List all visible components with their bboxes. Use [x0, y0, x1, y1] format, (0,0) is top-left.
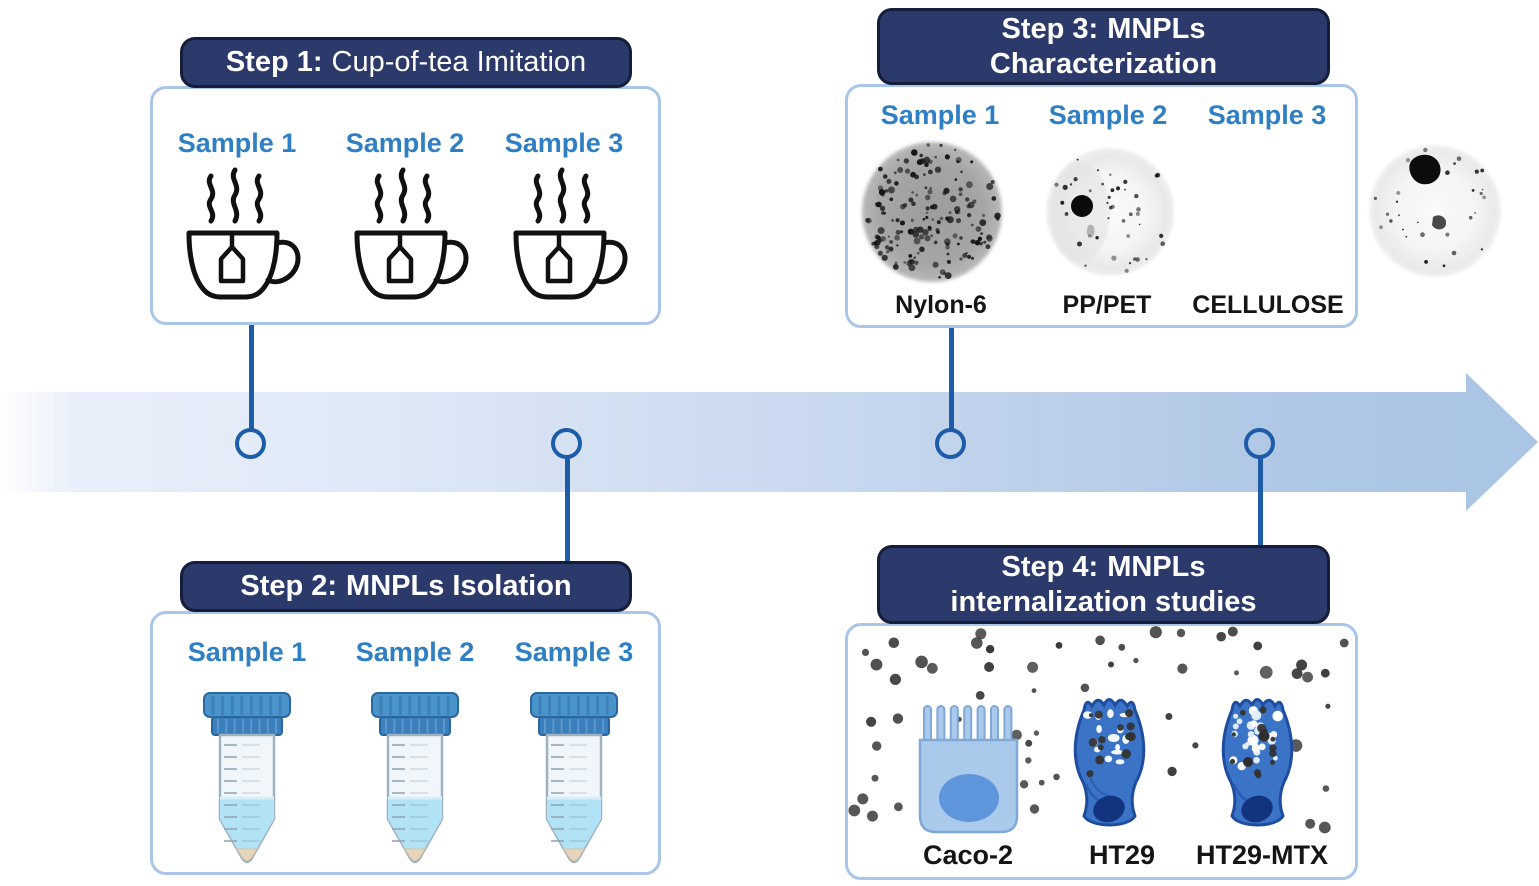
- caco2-nucleus: [939, 774, 999, 822]
- step2-header: Step 2:MNPLs Isolation: [180, 561, 632, 612]
- step3-title-line1: Step 3:MNPLs: [1002, 12, 1206, 47]
- caco2-microvilli: [923, 705, 1013, 745]
- step1-title-rest: Cup-of-tea Imitation: [331, 46, 587, 79]
- falcon-tube-icon: [371, 692, 459, 864]
- connector-node-step2: [551, 428, 582, 459]
- step3-sample3-label: Sample 3: [1207, 100, 1327, 130]
- cell-label-ht29: HT29: [1088, 840, 1156, 870]
- step2-title-prefix: Step 2:: [240, 570, 338, 603]
- falcon-tube-icon: [530, 692, 618, 864]
- tea-cup-icon: [354, 167, 469, 300]
- step3-sample1-label: Sample 1: [880, 100, 1000, 130]
- internalization-scene: [848, 626, 1349, 834]
- step4-title-line2: internalization studies: [950, 585, 1257, 618]
- ht29-nucleus: [1093, 795, 1125, 823]
- step1-sample2-label: Sample 2: [345, 128, 465, 158]
- step1-title-prefix: Step 1:: [225, 46, 323, 79]
- cellulose-blob: [1409, 154, 1441, 185]
- step2-sample1-label: Sample 1: [187, 637, 307, 667]
- timeline-arrowhead-icon: [1466, 373, 1538, 511]
- cellulose-filter-image: [1369, 145, 1501, 277]
- step1-sample3-label: Sample 3: [504, 128, 624, 158]
- ht29-cell-icon: [1073, 698, 1146, 827]
- connector-line-step2: [565, 456, 570, 562]
- step3-header: Step 3:MNPLs Characterization: [877, 8, 1330, 85]
- nylon6-particles: [865, 143, 1001, 279]
- material-label-nylon6: Nylon-6: [895, 291, 987, 319]
- pp-pet-large-particle: [1071, 195, 1093, 217]
- pp-pet-smudge: [1086, 224, 1095, 238]
- material-label-pp-pet: PP/PET: [1062, 291, 1152, 319]
- filter-disc-base: [1369, 145, 1501, 277]
- step4-title-line1: Step 4:MNPLs: [1002, 550, 1206, 585]
- cellulose-mid-particle: [1432, 215, 1447, 230]
- step2-title-rest: MNPLs Isolation: [346, 570, 572, 603]
- tea-cup-icon: [186, 167, 301, 300]
- step3-title-line2: Characterization: [989, 47, 1218, 80]
- step3-sample2-label: Sample 2: [1048, 100, 1168, 130]
- pp-pet-particles: [1054, 158, 1165, 273]
- step4-title-prefix: Step 4:: [1001, 550, 1099, 583]
- step4-header: Step 4:MNPLs internalization studies: [877, 545, 1330, 624]
- connector-line-step4: [1258, 456, 1263, 546]
- connector-line-step1: [249, 322, 254, 432]
- ht29-contents: [1083, 709, 1136, 823]
- connector-line-step3: [949, 326, 954, 432]
- cell-label-caco2: Caco-2: [922, 840, 1014, 870]
- cell-label-ht29mtx: HT29-MTX: [1195, 840, 1329, 870]
- step4-title-rest: MNPLs: [1107, 550, 1206, 583]
- filter-disc-base: [862, 142, 1002, 282]
- ht29mtx-nucleus: [1241, 795, 1273, 823]
- step3-title-prefix: Step 3:: [1001, 12, 1099, 45]
- ht29mtx-cell-icon: [1221, 698, 1294, 827]
- step3-title-rest: MNPLs: [1107, 12, 1206, 45]
- step1-sample1-label: Sample 1: [177, 128, 297, 158]
- falcon-tube-icon: [203, 692, 291, 864]
- material-label-cellulose: CELLULOSE: [1192, 291, 1344, 319]
- ht29mtx-contents: [1229, 706, 1283, 823]
- connector-node-step4: [1244, 428, 1275, 459]
- step2-sample2-label: Sample 2: [355, 637, 475, 667]
- step1-title: Step 1:Cup-of-tea Imitation: [226, 45, 586, 80]
- cellulose-particles: [1373, 147, 1486, 268]
- step4-panel: [845, 623, 1358, 880]
- connector-node-step1: [235, 428, 266, 459]
- nylon6-filter-image: [862, 142, 1002, 282]
- connector-node-step3: [935, 428, 966, 459]
- step2-title: Step 2:MNPLs Isolation: [240, 569, 571, 604]
- step1-header: Step 1:Cup-of-tea Imitation: [180, 37, 632, 88]
- tea-cup-icon: [513, 167, 628, 300]
- pp-pet-filter-image: [1046, 148, 1174, 276]
- step2-sample3-label: Sample 3: [514, 637, 634, 667]
- caco2-cell-icon: [918, 705, 1019, 834]
